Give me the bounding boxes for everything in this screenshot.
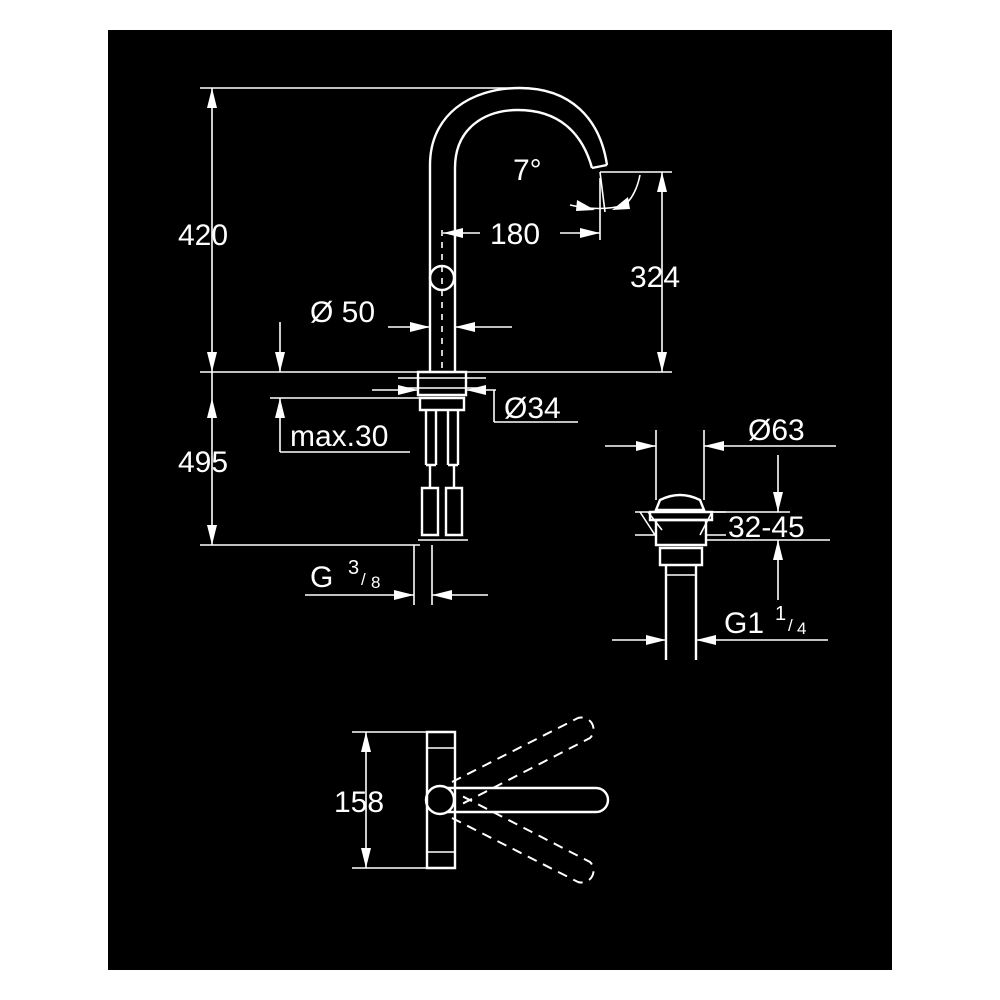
dim-body-diameter: Ø 50 — [310, 296, 375, 329]
faucet-base — [416, 370, 468, 397]
dim-lever-swing: 158 — [334, 786, 384, 819]
fixing-nut — [418, 396, 466, 412]
drawing-sheet — [108, 30, 892, 970]
waste-nut — [658, 546, 704, 567]
top-view-dimensions: 158 — [334, 731, 440, 869]
waste-basin-left — [635, 511, 663, 536]
lever-down-position — [451, 794, 595, 884]
waste-cap — [654, 493, 706, 512]
dim-hose-thread-slash: / — [361, 570, 366, 589]
waste-tail — [664, 565, 698, 660]
dim-waste-thread: G1 — [724, 607, 764, 640]
top-view-hub — [424, 784, 456, 816]
dim-waste-diameter: Ø63 — [748, 414, 805, 447]
dim-spout-reach: 180 — [490, 218, 540, 251]
dim-spout-height: 324 — [630, 261, 680, 294]
base-flange — [398, 377, 486, 389]
faucet-dimensions: 420 324 180 7° Ø 50 — [178, 87, 680, 605]
dim-waste-thread-slash: / — [788, 616, 793, 635]
dim-waste-range: 32-45 — [728, 511, 805, 544]
spout-tip — [591, 163, 608, 170]
dim-hose-thread: G — [310, 561, 333, 594]
dim-deck-thickness: max.30 — [290, 420, 388, 453]
hose-right — [446, 410, 460, 467]
faucet-side-view — [398, 86, 609, 541]
lever-center — [447, 786, 610, 814]
waste-body — [654, 518, 708, 547]
dim-total-height: 420 — [178, 219, 228, 252]
dim-hole-diameter: Ø34 — [504, 392, 561, 425]
dim-waste-thread-den: 4 — [797, 619, 806, 638]
waste-valve — [635, 493, 726, 660]
dim-hose-thread-num: 3 — [348, 557, 359, 579]
spout-inner — [453, 108, 594, 240]
hose-left — [424, 410, 438, 467]
lever-up-position — [451, 716, 595, 806]
dim-waste-thread-num: 1 — [775, 603, 786, 625]
hose-fitting-left — [420, 465, 440, 537]
top-view — [424, 716, 610, 884]
dim-hose-thread-den: 8 — [371, 573, 380, 592]
dim-spout-angle: 7° — [513, 154, 542, 187]
top-view-body-bands — [427, 747, 455, 853]
top-view-body — [425, 730, 457, 870]
faucet-body — [428, 240, 457, 372]
dim-hose-length: 495 — [178, 446, 228, 479]
waste-dimensions: Ø63 32-45 G1 1 / 4 — [605, 414, 836, 660]
waste-flange — [648, 510, 714, 522]
hose-fitting-right — [444, 465, 464, 537]
